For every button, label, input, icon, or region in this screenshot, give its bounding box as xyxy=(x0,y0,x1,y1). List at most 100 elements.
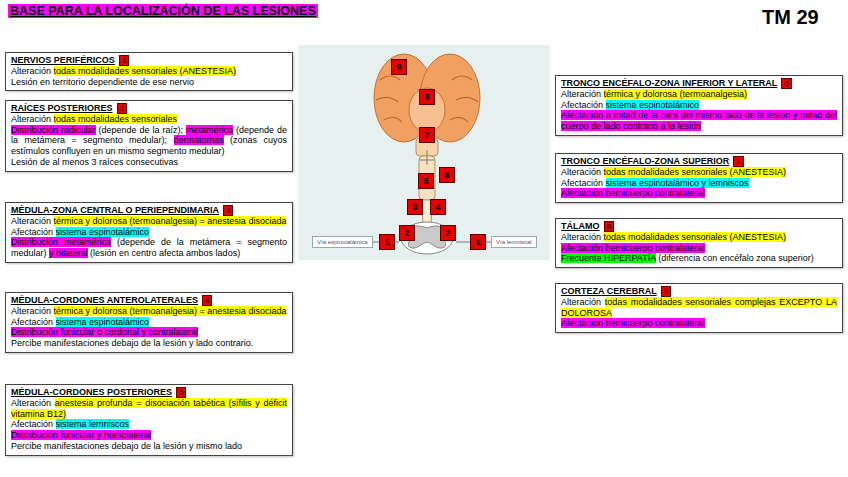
callout-square: 6 xyxy=(439,167,455,183)
box-text: sistema espinotalámico xyxy=(56,227,150,237)
box-text: sistema espinotalámico xyxy=(56,317,150,327)
box-text: y bilateral xyxy=(49,248,88,258)
callout-number: 9 xyxy=(396,62,401,72)
box-text: Afectación xyxy=(11,317,56,327)
callout-square: 2 xyxy=(440,225,456,241)
box-heading: MÉDULA-ZONA CENTRAL O PERIEPENDIMARIA xyxy=(11,205,219,215)
lesion-box: NERVIOS PERIFÉRICOS 1Alteración todas mod… xyxy=(5,52,293,91)
box-text: Alteración xyxy=(11,216,54,226)
page-code: TM 29 xyxy=(762,6,819,29)
box-heading: NERVIOS PERIFÉRICOS xyxy=(11,55,115,65)
callout-square: 7 xyxy=(419,127,435,143)
pathway-name: Vía lemniscal xyxy=(496,239,532,245)
callout-square: 3 xyxy=(407,199,423,215)
pathway-name: Vía espinotalámica xyxy=(317,239,368,245)
box-text: térmica y dolorosa (termoanalgesia) = an… xyxy=(54,216,287,226)
callout-square: 4 xyxy=(430,199,446,215)
callout-number: 5 xyxy=(423,176,428,186)
box-heading: MÉDULA-CORDONES ANTEROLATERALES xyxy=(11,295,198,305)
callout-number: 1 xyxy=(384,237,389,247)
box-heading: MÉDULA-CORDONES POSTERIORES xyxy=(11,387,172,397)
lesion-box: TRONCO ENCÉFALO-ZONA SUPERIOR 7Alteración… xyxy=(555,153,843,203)
box-heading: TRONCO ENCÉFALO-ZONA SUPERIOR xyxy=(561,156,729,166)
box-text: Distribución radicular xyxy=(11,125,96,135)
callout-number: 4 xyxy=(435,202,440,212)
callout-number: 5 xyxy=(176,387,186,398)
box-text: Lesión en territorio dependiente de ese … xyxy=(11,77,194,87)
box-text: Distribución funicular o cordonal y cont… xyxy=(11,327,198,337)
callout-number: 7 xyxy=(424,130,429,140)
box-heading: CORTEZA CEREBRAL xyxy=(561,286,657,296)
box-text: Percibe manifestaciones debajo de la les… xyxy=(11,338,253,348)
box-text: sistema lemniscos xyxy=(56,419,130,429)
box-text: metamérica xyxy=(186,125,233,135)
callout-number: 9 xyxy=(661,286,671,297)
box-text: Frecuente HIPERPATÍA xyxy=(561,253,656,263)
callout-square: 1 xyxy=(379,234,395,250)
box-text: Alteración xyxy=(561,297,605,307)
box-text: Percibe manifestaciones debajo de la les… xyxy=(11,441,242,451)
box-text: Alteración xyxy=(11,66,54,76)
box-heading: TÁLAMO xyxy=(561,221,600,231)
box-text: Afectación hemicuerpo contralateral xyxy=(561,318,705,328)
callout-number: 3 xyxy=(223,205,233,216)
box-text: Afectación hemicuerpo contralateral xyxy=(561,243,705,253)
callout-number: 6 xyxy=(781,78,791,89)
box-heading: RAÍCES POSTERIORES xyxy=(11,103,113,113)
box-text: Alteración xyxy=(11,114,54,124)
box-text: dermatomas xyxy=(174,135,224,145)
box-text: Alteración xyxy=(11,306,54,316)
pathway-lines xyxy=(362,150,491,242)
lesion-box: CORTEZA CEREBRAL9Alteración todas modali… xyxy=(555,283,843,333)
callout-number: 2 xyxy=(117,103,127,114)
pathway-label: Vía lemniscal xyxy=(491,236,537,248)
box-text: (diferencia con encéfalo zona superior) xyxy=(656,253,814,263)
box-text: Distribución funicular y homolateral xyxy=(11,430,151,440)
box-text: todas modalidades sensoriales (ANESTESIA… xyxy=(54,66,237,76)
box-text: Afectación hemicuerpo contralateral xyxy=(561,188,705,198)
box-text: (lesión en centro afecta ambos lados) xyxy=(88,248,241,258)
box-text: Lesión de al menos 3 raíces consecutivas xyxy=(11,157,178,167)
box-text: térmica y dolorosa (termoanalgesia) xyxy=(604,89,748,99)
callout-square: 9 xyxy=(391,59,407,75)
lesion-box: TÁLAMO 8Alteración todas modalidades sens… xyxy=(555,218,843,268)
pathway-label: Vía espinotalámica xyxy=(312,236,373,248)
callout-number: 8 xyxy=(604,221,614,232)
box-text: Afectación a mitad de la cara del mismo … xyxy=(561,110,837,131)
callout-square: 5 xyxy=(418,173,434,189)
lesion-box: MÉDULA-ZONA CENTRAL O PERIEPENDIMARIA 3Al… xyxy=(5,202,293,263)
box-heading: TRONCO ENCÉFALO-ZONA INFERIOR Y LATERAL xyxy=(561,78,777,88)
box-text: Afectación xyxy=(561,178,606,188)
callout-number: 8 xyxy=(424,92,429,102)
callout-number: 4 xyxy=(202,295,212,306)
lesion-box: MÉDULA-CORDONES POSTERIORES5Alteración a… xyxy=(5,384,293,456)
box-text: Alteración xyxy=(561,232,604,242)
callout-number: 1 xyxy=(119,55,129,66)
box-text: todas modalidades sensoriales (ANESTESIA… xyxy=(604,232,787,242)
callout-number: 6 xyxy=(444,170,449,180)
box-text: sistema espinotalámico xyxy=(606,100,700,110)
callout-square: 2 xyxy=(399,225,415,241)
box-text: Afectación xyxy=(11,419,56,429)
box-text: sistema espinotalámico y lemniscos xyxy=(606,178,749,188)
brain xyxy=(374,54,480,226)
box-text: todas modalidades sensoriales (ANESTESIA… xyxy=(604,167,787,177)
box-text: Afectación xyxy=(561,100,606,110)
box-text: Alteración xyxy=(561,89,604,99)
callout-square: 1 xyxy=(470,234,486,250)
box-text: todas modalidades sensoriales xyxy=(54,114,178,124)
box-text: Alteración xyxy=(11,398,55,408)
callout-number: 7 xyxy=(733,156,743,167)
callout-square: 8 xyxy=(419,89,435,105)
lesion-box: TRONCO ENCÉFALO-ZONA INFERIOR Y LATERAL 6… xyxy=(555,75,843,136)
callout-number: 1 xyxy=(475,237,480,247)
box-text: Alteración xyxy=(561,167,604,177)
box-text: (depende de la raíz); xyxy=(96,125,186,135)
box-text: Distribución metamérica xyxy=(11,237,111,247)
lesion-box: MÉDULA-CORDONES ANTEROLATERALES 4Alteraci… xyxy=(5,292,293,353)
box-text: Afectación xyxy=(11,227,56,237)
illustration-ground xyxy=(298,45,550,260)
callout-number: 2 xyxy=(404,228,409,238)
lesion-box: RAÍCES POSTERIORES 2Alteración todas moda… xyxy=(5,100,293,172)
callout-number: 2 xyxy=(445,228,450,238)
